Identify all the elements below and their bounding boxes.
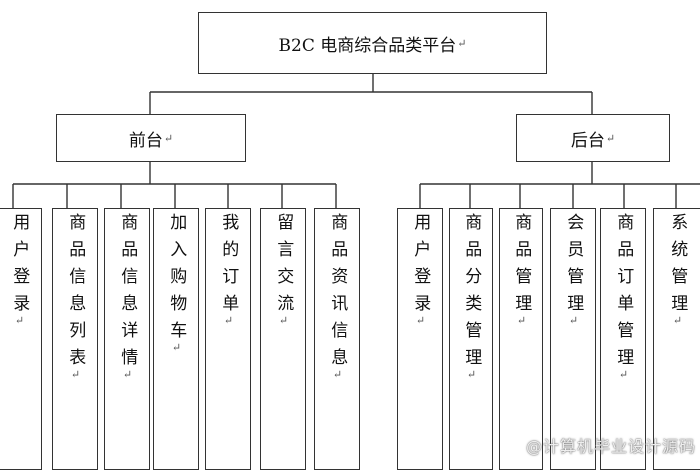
- frontend-leaf-node: 留言交流↵: [260, 208, 306, 470]
- frontend-leaf-node: 加入购物车↵: [153, 208, 199, 470]
- leaf-label: 商品管理: [511, 213, 532, 321]
- paragraph-mark-icon: ↵: [223, 314, 234, 327]
- frontend-leaf-node: 商品信息列表↵: [52, 208, 98, 470]
- paragraph-mark-icon: ↵: [605, 131, 616, 145]
- paragraph-mark-icon: ↵: [171, 341, 182, 354]
- paragraph-mark-icon: ↵: [568, 314, 579, 327]
- backend-leaf-node: 商品管理↵: [499, 208, 543, 470]
- backend-leaf-node: 用户登录↵: [397, 208, 443, 470]
- frontend-leaf-node: 我的订单↵: [205, 208, 251, 470]
- paragraph-mark-icon: ↵: [516, 314, 527, 327]
- root-label: B2C 电商综合品类平台: [278, 35, 457, 56]
- backend-node: 后台↵: [516, 114, 670, 162]
- leaf-label: 留言交流: [273, 213, 294, 321]
- paragraph-mark-icon: ↵: [278, 314, 289, 327]
- frontend-label: 前台: [128, 130, 163, 151]
- paragraph-mark-icon: ↵: [163, 131, 174, 145]
- paragraph-mark-icon: ↵: [14, 314, 25, 327]
- backend-leaf-node: 商品分类管理↵: [449, 208, 493, 470]
- leaf-label: 商品订单管理: [613, 213, 634, 375]
- frontend-leaf-node: 用户登录↵: [0, 208, 42, 470]
- leaf-label: 商品信息列表: [65, 213, 86, 375]
- backend-leaf-node: 系统管理↵: [653, 208, 700, 470]
- leaf-label: 商品分类管理: [461, 213, 482, 375]
- paragraph-mark-icon: ↵: [70, 368, 81, 381]
- paragraph-mark-icon: ↵: [618, 368, 629, 381]
- leaf-label: 用户登录: [410, 213, 431, 321]
- watermark: @计算机毕业设计源码: [525, 437, 696, 456]
- paragraph-mark-icon: ↵: [332, 368, 343, 381]
- leaf-label: 商品资讯信息: [327, 213, 348, 375]
- leaf-label: 商品信息详情: [117, 213, 138, 375]
- paragraph-mark-icon: ↵: [672, 314, 683, 327]
- root-node: B2C 电商综合品类平台↵: [198, 12, 547, 74]
- leaf-label: 会员管理: [563, 213, 584, 321]
- paragraph-mark-icon: ↵: [457, 36, 467, 50]
- paragraph-mark-icon: ↵: [466, 368, 477, 381]
- paragraph-mark-icon: ↵: [415, 314, 426, 327]
- paragraph-mark-icon: ↵: [122, 368, 133, 381]
- leaf-label: 加入购物车: [166, 213, 187, 348]
- backend-leaf-node: 商品订单管理↵: [600, 208, 646, 470]
- leaf-label: 我的订单: [218, 213, 239, 321]
- leaf-label: 用户登录: [9, 213, 30, 321]
- frontend-node: 前台↵: [56, 114, 246, 162]
- backend-leaf-node: 会员管理↵: [550, 208, 596, 470]
- frontend-leaf-node: 商品信息详情↵: [104, 208, 150, 470]
- leaf-label: 系统管理: [667, 213, 688, 321]
- backend-label: 后台: [570, 130, 605, 151]
- frontend-leaf-node: 商品资讯信息↵: [314, 208, 360, 470]
